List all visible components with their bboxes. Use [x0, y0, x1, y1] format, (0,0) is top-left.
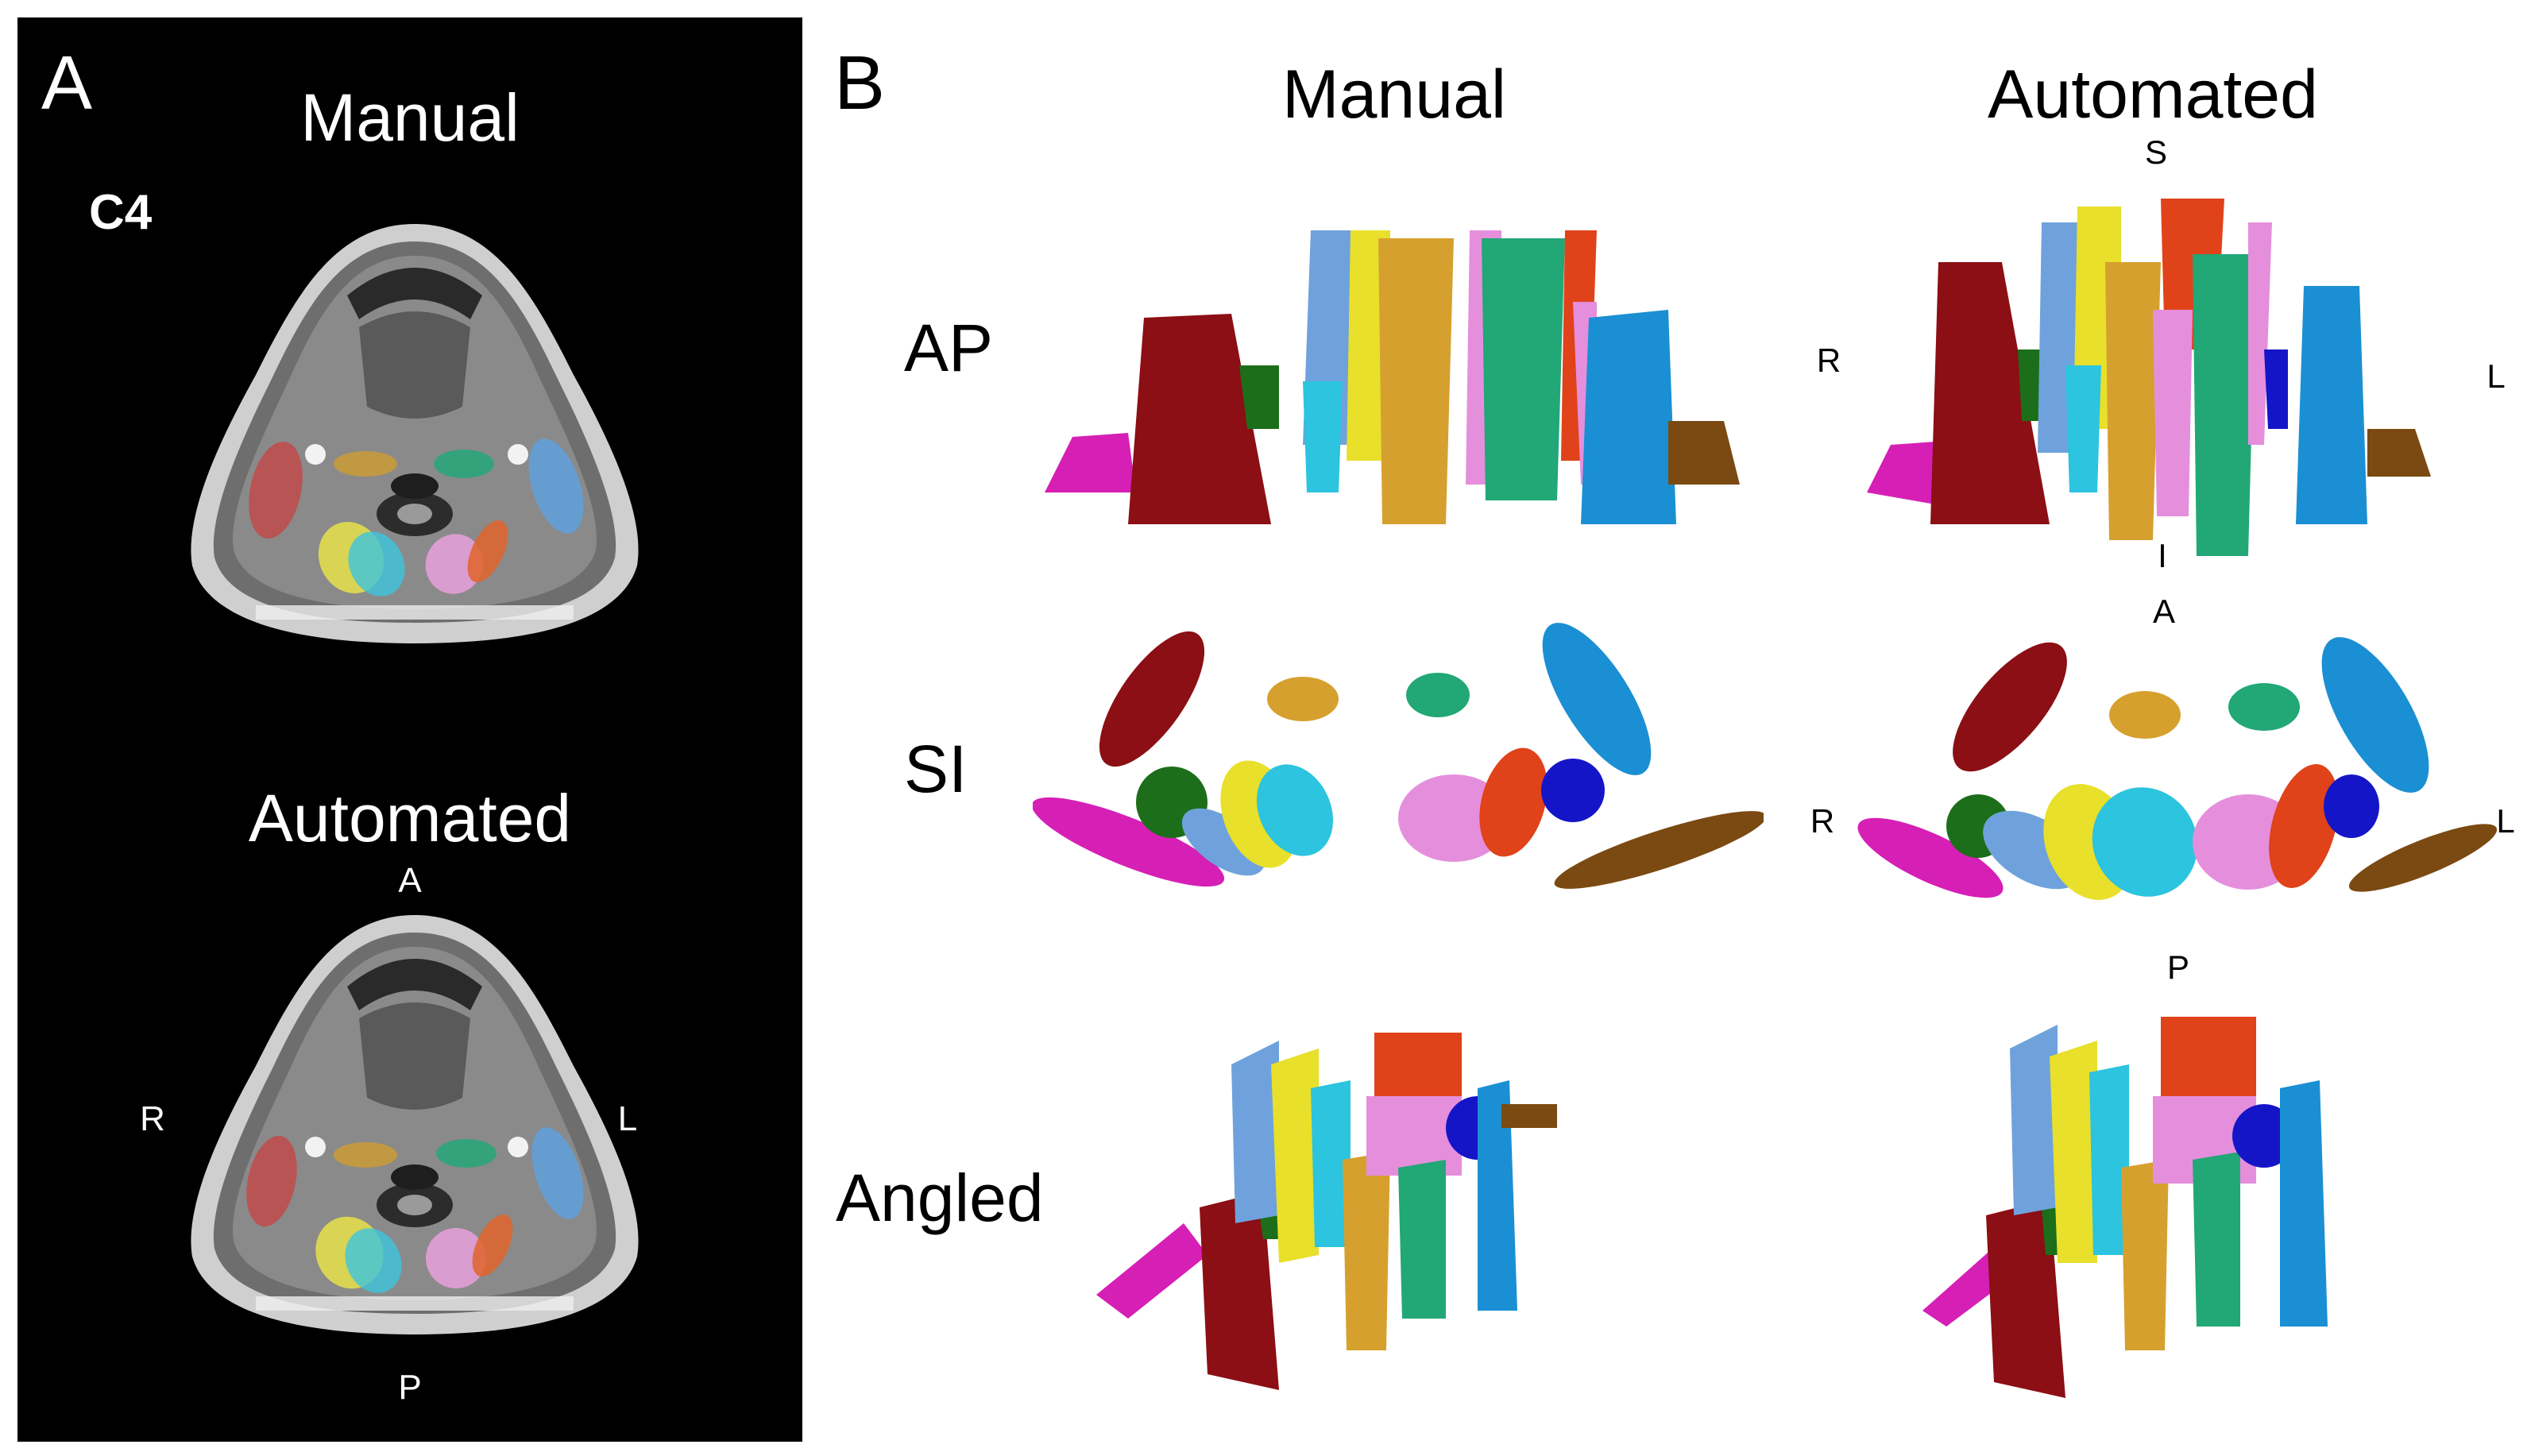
render-si-automated: [1857, 637, 2498, 900]
mri-slice-manual: [191, 224, 639, 643]
si-orientation-left: L: [2496, 802, 2515, 840]
orientation-left: L: [617, 1099, 638, 1138]
si-orientation-posterior: P: [2166, 948, 2190, 986]
orientation-superior: S: [2144, 133, 2168, 171]
si-orientation-anterior: A: [2152, 593, 2176, 630]
orientation-anterior: A: [398, 861, 422, 900]
orientation-posterior: P: [398, 1368, 422, 1407]
si-orientation-right: R: [1810, 802, 1835, 840]
panel-a-label: A: [41, 41, 93, 126]
render-angled-automated: [1922, 1017, 2328, 1398]
render-ap-manual: [1045, 230, 1740, 524]
panel-a-manual-title: Manual: [300, 80, 520, 155]
column-title-manual: Manual: [1281, 56, 1507, 133]
vertebral-level-label: C4: [89, 185, 153, 240]
render-angled-manual: [1096, 1033, 1557, 1390]
panel-a-mri: A Manual C4 Automated A R L P: [17, 17, 802, 1442]
row-label-ap: AP: [904, 311, 994, 385]
panel-b-label: B: [834, 41, 886, 126]
orientation-right: R: [140, 1099, 165, 1138]
render-ap-automated: [1867, 199, 2431, 556]
column-title-automated: Automated: [1988, 56, 2318, 133]
row-label-si: SI: [904, 732, 968, 806]
orientation-inferior: I: [2158, 537, 2167, 574]
panel-b-3d-renders: B Manual Automated AP SI Angled S R L I …: [802, 0, 2531, 1456]
row-label-angled: Angled: [836, 1161, 1044, 1235]
panel-a-automated-title: Automated: [248, 781, 572, 855]
mri-slice-automated: [191, 915, 639, 1334]
ap-orientation-right: R: [1816, 342, 1841, 379]
render-si-manual: [1033, 623, 1764, 889]
ap-orientation-left: L: [2487, 357, 2506, 395]
